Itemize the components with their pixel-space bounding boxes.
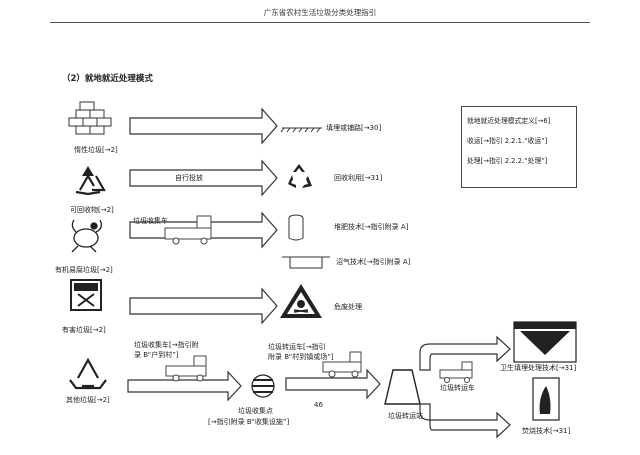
arrow-inert [129, 107, 278, 145]
document-header: 广东省农村生活垃圾分类处理指引 [263, 8, 377, 17]
ground-icon [280, 127, 322, 133]
transfer-station-icon [384, 369, 421, 405]
definition-line-treatment: 处理[→指引 2.2.2.“处理”] [467, 157, 548, 165]
label-other: 其他垃圾[→2] [66, 396, 110, 404]
label-recyclable: 可回收物[→2] [70, 206, 114, 214]
arrow-to-transfer-station [285, 368, 381, 400]
result-biogas: 沼气技术[→指引附录 A] [336, 258, 411, 266]
truck-icon-organic [164, 215, 212, 245]
result-recycling: 回收利用[→31] [334, 174, 383, 182]
bricks-icon [68, 101, 112, 135]
result-incineration: 焚烧技术[→31] [522, 427, 571, 435]
result-landfill-road: 填埋或铺路[→30] [326, 124, 382, 132]
collection-point-icon [251, 374, 275, 398]
landfill-icon [513, 321, 577, 363]
truck-icon-collection [165, 355, 207, 382]
arrow-to-collection-point [127, 370, 242, 402]
split-arrows [419, 335, 511, 439]
toxic-warning-icon [280, 284, 322, 318]
truck-icon-transfer [322, 351, 362, 378]
page-number: 46 [314, 401, 323, 409]
transfer-truck-short-label: 垃圾转运车 [440, 384, 475, 392]
collect-truck-line2: 录 B“户到村”] [134, 351, 179, 359]
header-divider [50, 22, 590, 23]
collect-truck-line1: 垃圾收集车[→指引附 [134, 341, 199, 349]
compost-bin-icon [288, 214, 304, 241]
arrow-hazardous [129, 287, 278, 325]
section-title: （2）就地就近处理模式 [62, 74, 153, 84]
result-compost: 堆肥技术[→指引附录 A] [334, 223, 409, 231]
recycle-solid-icon [286, 163, 316, 193]
hazardous-waste-icon [70, 279, 102, 311]
collection-point-line1: 垃圾收集点 [238, 407, 273, 415]
result-hazardous: 危废处理 [334, 303, 362, 311]
label-inert: 惰性垃圾[→2] [74, 146, 118, 154]
label-organic: 有机易腐垃圾[→2] [55, 266, 113, 274]
recycle-outline-icon [75, 166, 106, 196]
collection-point-line2: [→指引附录 B“收集设施”] [208, 418, 290, 426]
arrow-text-self-dropoff: 自行投放 [175, 174, 203, 182]
transfer-truck-line1: 垃圾转运车[→指引 [268, 343, 326, 351]
label-hazardous: 有害垃圾[→2] [62, 326, 106, 334]
result-sanitary-landfill: 卫生填埋处理技术[→31] [500, 364, 577, 372]
truck-icon-transfer-small [439, 361, 473, 383]
truck-label-organic: 垃圾收集车 [133, 217, 168, 225]
other-waste-icon [69, 357, 107, 390]
definition-line-mode: 就地就近处理模式定义[→6] [467, 117, 551, 125]
biogas-tank-icon [282, 256, 330, 269]
definition-line-collection: 收运[→指引 2.2.1.“收运”] [467, 137, 548, 145]
definition-box: 就地就近处理模式定义[→6] 收运[→指引 2.2.1.“收运”] 处理[→指引… [461, 106, 577, 188]
arrow-recyclable [129, 159, 278, 197]
transfer-truck-line2: 附录 B“村到镇或场”] [268, 353, 334, 361]
transfer-station-label: 垃圾转运站 [388, 412, 423, 420]
incineration-icon [532, 377, 560, 421]
organic-waste-icon [71, 219, 102, 253]
